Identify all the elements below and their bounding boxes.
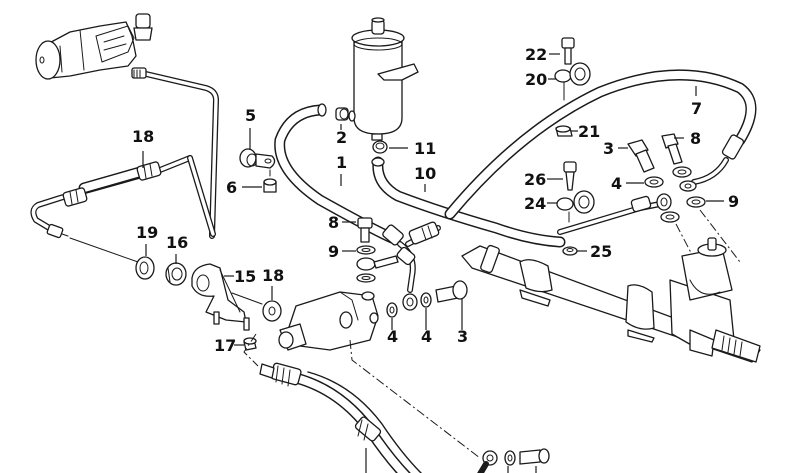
steering-pump [278, 291, 379, 351]
callout-11: 11 [414, 139, 436, 158]
washer-lower-right [660, 211, 680, 223]
clamp-11 [372, 140, 388, 154]
washer-bottom [504, 450, 516, 466]
callout-2: 2 [336, 128, 347, 147]
nut-6 [263, 178, 277, 193]
assembly-line [349, 339, 481, 459]
callout-22: 21 [578, 122, 600, 141]
nut-22 [555, 125, 573, 137]
callout-20: 18 [132, 127, 154, 146]
banjo-fitting-bottom [477, 450, 498, 473]
hose-7 [444, 69, 757, 220]
callout-3-top: 3 [603, 139, 614, 158]
callout-15: 15 [234, 267, 256, 286]
callout-9-center: 9 [328, 242, 339, 261]
washer-center-lower [356, 273, 376, 283]
assembly-line [699, 209, 741, 263]
oil-reservoir [348, 17, 419, 141]
steering-rack [461, 237, 761, 363]
clamp-2 [335, 107, 349, 121]
callout-3-center: 3 [457, 327, 468, 346]
washer-8-lower [672, 166, 692, 178]
pipe-assembly-20 [30, 155, 216, 239]
washer-9-center [356, 245, 376, 255]
bolt-23 [561, 37, 575, 65]
banjo-bolt-3-top [627, 139, 655, 173]
callout-4-left: 4 [387, 327, 398, 346]
callout-8-top: 8 [690, 129, 701, 148]
callout-25: 25 [590, 242, 612, 261]
callout-23: 22 [525, 45, 547, 64]
callout-26: 26 [524, 170, 546, 189]
seal-17 [165, 262, 187, 286]
assembly-line [243, 333, 259, 367]
pressure-pipe [557, 193, 672, 235]
washer-18 [262, 300, 282, 322]
callout-4-right: 4 [421, 327, 432, 346]
callout-18: 18 [262, 266, 284, 285]
washer-4-top [644, 176, 664, 188]
callout-9-right: 9 [728, 192, 739, 211]
clamp-24 [556, 190, 595, 214]
hose-1 [274, 103, 418, 311]
washer-9-right [686, 196, 706, 208]
callout-5: 5 [245, 106, 256, 125]
bracket-15 [191, 263, 250, 331]
pressure-hose-lower [259, 362, 423, 473]
callout-10: 10 [414, 164, 436, 183]
callout-7: 7 [691, 99, 702, 118]
seal-19 [135, 256, 155, 280]
assembly-line [69, 237, 139, 263]
callout-19: 19 [136, 223, 158, 242]
steel-pipe-top [131, 67, 219, 239]
callout-4-top: 4 [611, 174, 622, 193]
washer-4-left [386, 302, 398, 318]
clamp-21 [554, 62, 591, 86]
washer-4-right [420, 292, 432, 308]
callout-16: 17 [214, 336, 236, 355]
assembly-line [231, 292, 263, 305]
pump-reservoir-unit [35, 13, 153, 80]
callout-6: 6 [226, 178, 237, 197]
callout-8-center: 8 [328, 213, 339, 232]
assembly-line [675, 223, 701, 271]
banjo-bolt-3-center [435, 280, 468, 303]
nut-25 [562, 246, 578, 256]
bolt-bottom [519, 448, 550, 465]
bolt-26 [563, 161, 577, 191]
callout-17: 16 [166, 233, 188, 252]
clamp-5 [239, 148, 276, 177]
callout-1: 1 [336, 153, 347, 172]
bolt-8-center [357, 217, 373, 243]
callout-21: 20 [525, 70, 547, 89]
banjo-fitting-center [356, 255, 399, 271]
callouts: 18 5 6 2 11 1 10 8 9 19 16 15 18 17 4 4 … [132, 45, 739, 355]
callout-24: 24 [524, 194, 546, 213]
leader-lines [142, 53, 724, 473]
nut-16 [243, 337, 257, 351]
